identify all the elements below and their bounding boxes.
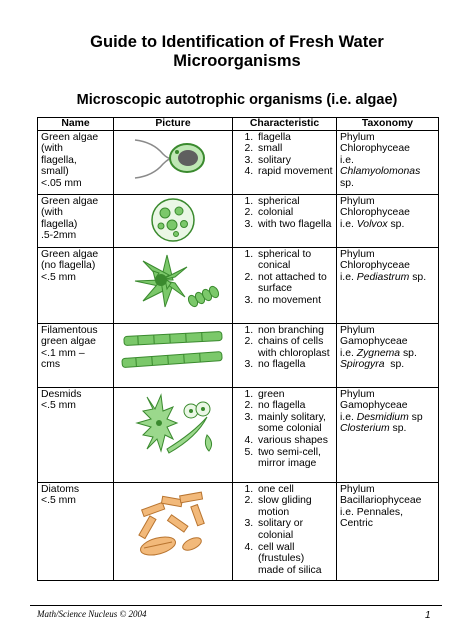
table-row: Filamentous green algae <.1 mm – cms: [37, 322, 439, 388]
column-header-name: Name: [37, 117, 114, 131]
column-header-taxonomy: Taxonomy: [336, 117, 439, 131]
diatom-illustration: [138, 491, 205, 556]
cell-characteristics: spherical to conical not attached to sur…: [232, 246, 337, 324]
cell-picture: [113, 193, 233, 248]
cell-taxonomy: Phylum Gamophyceae i.e. Desmidium sp Clo…: [336, 386, 439, 483]
cell-taxonomy: Phylum Chlorophyceae i.e. Volvox sp.: [336, 193, 439, 248]
cell-characteristics: flagella small solitary rapid movement: [232, 129, 337, 195]
characteristic-item: green: [256, 389, 333, 401]
cell-picture: [113, 246, 233, 324]
cell-picture: [113, 129, 233, 195]
characteristic-item: chains of cells with chloroplast: [256, 336, 333, 359]
characteristic-item: small: [256, 143, 333, 155]
desmid-illustration: [135, 392, 213, 454]
section-subtitle: Microscopic autotrophic organisms (i.e. …: [76, 92, 398, 108]
table-row: Green algae (with flagella, small) <.05 …: [37, 129, 439, 195]
table-row: Diatoms <.5 mm: [37, 481, 439, 581]
cell-characteristics: spherical colonial with two flagella: [232, 193, 337, 248]
characteristic-item: solitary or colonial: [256, 518, 333, 541]
characteristic-item: no flagella: [256, 400, 333, 412]
pediastrum-illustration: [134, 254, 220, 307]
table-row: Green algae (with flagella) .5-2mm: [37, 193, 439, 248]
characteristic-item: mainly solitary, some colonial: [256, 412, 333, 435]
cell-name: Filamentous green algae <.1 mm – cms: [37, 322, 114, 388]
characteristic-item: slow gliding motion: [256, 495, 333, 518]
identification-table: Name Picture Characteristic Taxonomy Gre…: [37, 117, 439, 581]
characteristic-item: spherical to conical: [256, 249, 333, 272]
characteristic-item: spherical: [256, 196, 333, 208]
table-header-row: Name Picture Characteristic Taxonomy: [37, 117, 439, 131]
characteristic-item: with two flagella: [256, 219, 333, 231]
cell-characteristics: one cell slow gliding motion solitary or…: [232, 481, 337, 581]
cell-taxonomy: Phylum Chlorophyceae i.e. Pediastrum sp.: [336, 246, 439, 324]
table-row: Desmids <.5 mm: [37, 386, 439, 483]
cell-name: Diatoms <.5 mm: [37, 481, 114, 581]
characteristic-item: one cell: [256, 484, 333, 496]
characteristic-item: non branching: [256, 325, 333, 337]
cell-taxonomy: Phylum Gamophyceae i.e. Zygnema sp. Spir…: [336, 322, 439, 388]
cell-name: Green algae (with flagella, small) <.05 …: [37, 129, 114, 195]
chlamydomonas-illustration: [134, 138, 205, 179]
cell-name: Green algae (no flagella) <.5 mm: [37, 246, 114, 324]
characteristic-item: no movement: [256, 295, 333, 307]
characteristic-item: solitary: [256, 155, 333, 167]
volvox-illustration: [151, 197, 195, 242]
table-row: Green algae (no flagella) <.5 mm: [37, 246, 439, 324]
footer-divider: [30, 605, 442, 606]
column-header-picture: Picture: [113, 117, 233, 131]
cell-taxonomy: Phylum Chlorophyceae i.e. Chlamyolomonas…: [336, 129, 439, 195]
cell-name: Desmids <.5 mm: [37, 386, 114, 483]
cell-picture: [113, 386, 233, 483]
characteristic-item: various shapes: [256, 435, 333, 447]
cell-characteristics: non branching chains of cells with chlor…: [232, 322, 337, 388]
characteristic-item: cell wall (frustules) made of silica: [256, 542, 333, 577]
characteristic-item: rapid movement: [256, 166, 333, 178]
page-number: 1: [425, 610, 431, 621]
cell-picture: [113, 322, 233, 388]
characteristic-item: two semi-cell, mirror image: [256, 447, 333, 470]
column-header-characteristic: Characteristic: [232, 117, 337, 131]
page-title-line1: Guide to Identification of Fresh Water: [90, 33, 384, 51]
cell-taxonomy: Phylum Bacillariophyceae i.e. Pennales, …: [336, 481, 439, 581]
page-title-line2: Microorganisms: [173, 52, 301, 70]
cell-picture: [113, 481, 233, 581]
characteristic-item: colonial: [256, 207, 333, 219]
footer-copyright: Math/Science Nucleus © 2004: [37, 609, 147, 619]
filamentous-algae-illustration: [121, 330, 223, 368]
characteristic-item: not attached to surface: [256, 272, 333, 295]
characteristic-item: no flagella: [256, 359, 333, 371]
characteristic-item: flagella: [256, 132, 333, 144]
cell-characteristics: green no flagella mainly solitary, some …: [232, 386, 337, 483]
cell-name: Green algae (with flagella) .5-2mm: [37, 193, 114, 248]
